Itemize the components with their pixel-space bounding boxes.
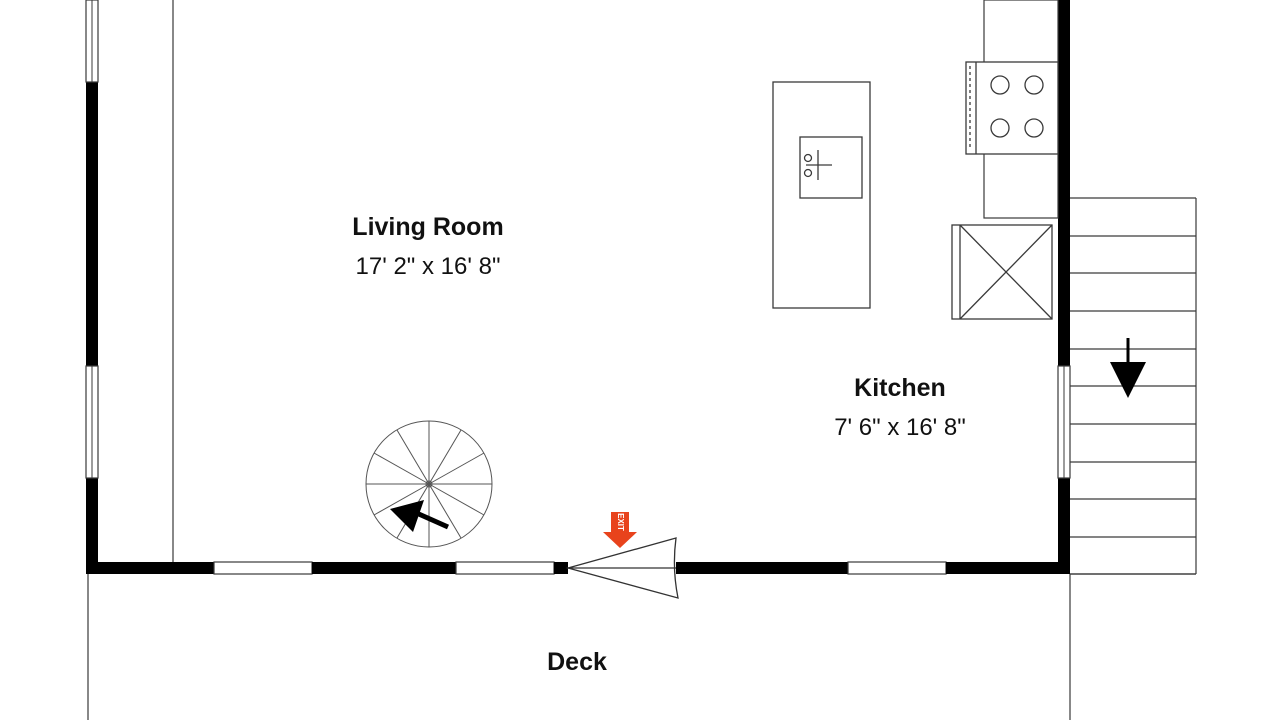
bottom-window-3 [847,561,947,575]
sink-basin [799,136,863,199]
spiral-up-arrow-icon [390,500,450,532]
left-wall-segment [86,82,98,366]
fridge-x-2 [959,224,1053,320]
burner [990,75,1010,95]
exit-sign-icon: EXIT [603,512,637,548]
room-dimensions-living: 17' 2" x 16' 8" [356,253,501,280]
fridge-body [951,224,1053,320]
faucet-handle [803,168,813,178]
island-body [772,81,871,309]
entry-door[interactable] [565,537,679,599]
deck [87,573,1196,720]
room-name-living: Living Room [352,213,503,241]
bottom-wall-seg-3 [554,562,568,574]
spiral-staircase [365,420,493,548]
burner [1024,118,1044,138]
room-dimensions-kitchen: 7' 6" x 16' 8" [834,414,966,441]
right-wall-segment-top [1058,0,1070,366]
range-cooktop [965,61,1059,155]
burner [1024,75,1044,95]
bottom-window-1 [213,561,313,575]
range-body [965,61,1059,155]
bottom-window-2 [455,561,555,575]
bottom-wall-seg-2 [312,562,456,574]
right-wall-segment-lower [1058,478,1070,574]
faucet-handle [803,153,813,163]
bottom-wall-seg-5 [946,562,1070,574]
stairs-down-arrow-icon [1110,338,1146,398]
refrigerator [951,224,1053,320]
exterior-walls [85,0,1071,575]
bottom-wall-seg-1 [86,562,214,574]
interior-lines [172,0,1059,562]
burner [990,118,1010,138]
left-wall-segment-lower [86,478,98,574]
exit-label: EXIT [616,513,625,531]
bottom-wall-seg-4 [676,562,848,574]
kitchen-island [772,81,871,309]
room-name-kitchen: Kitchen [854,374,946,402]
room-name-deck: Deck [547,648,607,676]
